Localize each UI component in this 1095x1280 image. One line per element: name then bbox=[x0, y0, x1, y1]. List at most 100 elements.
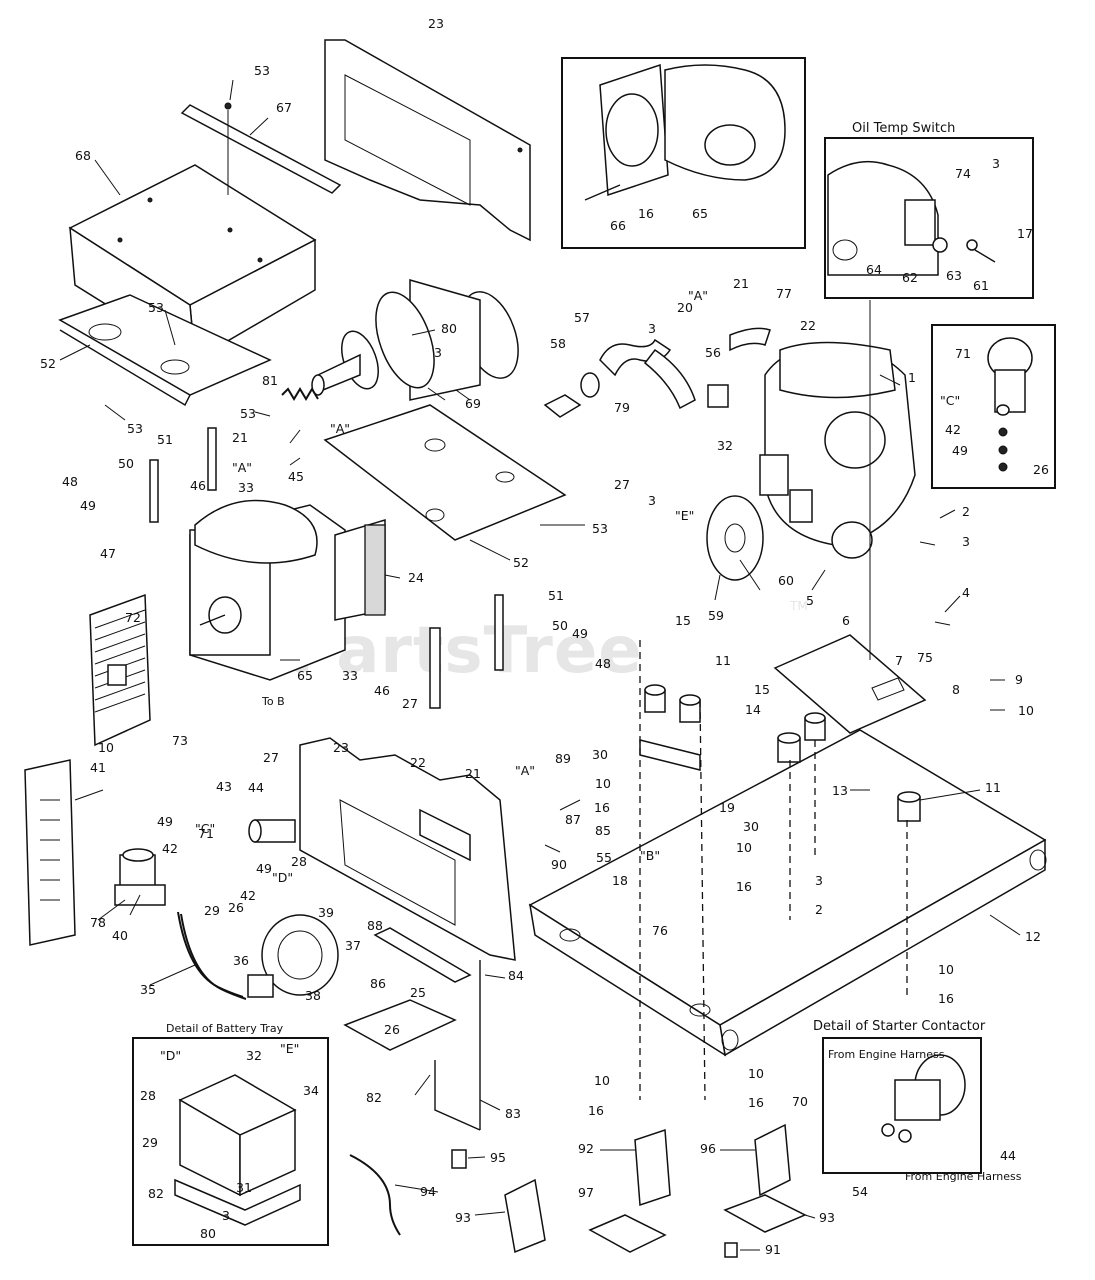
callout-22: 22 bbox=[410, 755, 426, 770]
caption-harness-bottom: From Engine Harness bbox=[905, 1170, 1022, 1183]
gasket-56 bbox=[707, 384, 729, 408]
mount-14-a bbox=[777, 732, 801, 763]
callout-63: 63 bbox=[946, 268, 962, 283]
callout-6: 6 bbox=[842, 613, 850, 628]
callout-19: 19 bbox=[719, 800, 735, 815]
callout-53: 53 bbox=[240, 406, 256, 421]
callout-32: 32 bbox=[717, 438, 733, 453]
callout-3: 3 bbox=[222, 1208, 230, 1223]
connector-c: "C" bbox=[940, 393, 960, 408]
callout-43: 43 bbox=[216, 779, 232, 794]
callout-10: 10 bbox=[1018, 703, 1034, 718]
callout-61: 61 bbox=[973, 278, 989, 293]
bag-97 bbox=[588, 1214, 667, 1253]
callout-79: 79 bbox=[614, 400, 630, 415]
callout-15: 15 bbox=[754, 682, 770, 697]
callout-31: 31 bbox=[236, 1180, 252, 1195]
part-60-plate bbox=[706, 495, 764, 581]
callout-15: 15 bbox=[675, 613, 691, 628]
callout-53: 53 bbox=[148, 300, 164, 315]
callout-26: 26 bbox=[228, 900, 244, 915]
callout-45: 45 bbox=[288, 469, 304, 484]
callout-37: 37 bbox=[345, 938, 361, 953]
callout-64: 64 bbox=[866, 262, 882, 277]
caption-oil-temp-switch: Oil Temp Switch bbox=[852, 121, 955, 136]
callout-84: 84 bbox=[508, 968, 524, 983]
callout-7: 7 bbox=[895, 653, 903, 668]
callout-36: 36 bbox=[233, 953, 249, 968]
manual-92 bbox=[634, 1128, 671, 1207]
callout-10: 10 bbox=[938, 962, 954, 977]
partstree-watermark: PartsTree bbox=[290, 614, 643, 688]
cap-91 bbox=[724, 1242, 738, 1258]
manual-96 bbox=[754, 1123, 791, 1197]
callout-58: 58 bbox=[550, 336, 566, 351]
callout-26: 26 bbox=[1033, 462, 1049, 477]
part-52-base-plate bbox=[323, 404, 567, 541]
part-44-contactor bbox=[248, 819, 296, 843]
part-6-mount-plate bbox=[773, 634, 927, 734]
callout-42: 42 bbox=[162, 841, 178, 856]
connector-d: "D" bbox=[160, 1048, 181, 1063]
caption-harness-top: From Engine Harness bbox=[828, 1048, 945, 1061]
callout-35: 35 bbox=[140, 982, 156, 997]
callout-29: 29 bbox=[204, 903, 220, 918]
part-82-tray bbox=[343, 999, 457, 1051]
callout-9: 9 bbox=[1015, 672, 1023, 687]
callout-16: 16 bbox=[736, 879, 752, 894]
callout-3: 3 bbox=[992, 156, 1000, 171]
callout-22: 22 bbox=[800, 318, 816, 333]
callout-44: 44 bbox=[248, 780, 264, 795]
callout-88: 88 bbox=[367, 918, 383, 933]
connector-d: "D" bbox=[272, 870, 293, 885]
callout-34: 34 bbox=[303, 1083, 319, 1098]
callout-30: 30 bbox=[592, 747, 608, 762]
callout-2: 2 bbox=[815, 902, 823, 917]
callout-numbers: 23 53 67 68 53 52 53 80 3 81 69 53 51 21… bbox=[40, 16, 1049, 1257]
callout-27: 27 bbox=[402, 696, 418, 711]
callout-87: 87 bbox=[565, 812, 581, 827]
manual-93 bbox=[504, 1178, 546, 1254]
callout-51: 51 bbox=[157, 432, 173, 447]
bracket-51-d bbox=[429, 627, 441, 709]
flange-part bbox=[543, 394, 582, 418]
callout-89: 89 bbox=[555, 751, 571, 766]
callout-3: 3 bbox=[434, 345, 442, 360]
bracket-51-a bbox=[207, 427, 217, 491]
watermark-trademark: TM bbox=[789, 599, 808, 613]
callout-28: 28 bbox=[291, 854, 307, 869]
caption-to-b: To B bbox=[261, 695, 285, 708]
bracket-51-b bbox=[149, 459, 159, 523]
mount-11-a bbox=[644, 684, 666, 713]
inset-oil-temp-switch bbox=[824, 137, 1034, 299]
callout-10: 10 bbox=[748, 1066, 764, 1081]
connector-b: "B" bbox=[640, 848, 660, 863]
callout-10: 10 bbox=[736, 840, 752, 855]
callout-20: 20 bbox=[677, 300, 693, 315]
callout-85: 85 bbox=[595, 823, 611, 838]
callout-96: 96 bbox=[700, 1141, 716, 1156]
callout-27: 27 bbox=[263, 750, 279, 765]
callout-12: 12 bbox=[1025, 929, 1041, 944]
callout-3: 3 bbox=[648, 321, 656, 336]
leader-lines bbox=[59, 79, 1021, 1251]
callout-92: 92 bbox=[578, 1141, 594, 1156]
callout-33: 33 bbox=[238, 480, 254, 495]
callout-2: 2 bbox=[962, 504, 970, 519]
callout-90: 90 bbox=[551, 857, 567, 872]
callout-13: 13 bbox=[832, 783, 848, 798]
bag-93 bbox=[723, 1194, 807, 1233]
callout-49: 49 bbox=[572, 626, 588, 641]
gasket-58 bbox=[580, 372, 600, 398]
harness-top-text: From Engine Harness bbox=[828, 1048, 945, 1061]
part-69-muffler bbox=[311, 279, 519, 401]
callout-52: 52 bbox=[40, 356, 56, 371]
callout-70: 70 bbox=[792, 1094, 808, 1109]
callout-32: 32 bbox=[246, 1048, 262, 1063]
callout-42: 42 bbox=[945, 422, 961, 437]
callout-3: 3 bbox=[648, 493, 656, 508]
callout-26: 26 bbox=[384, 1022, 400, 1037]
callout-29: 29 bbox=[142, 1135, 158, 1150]
callout-40: 40 bbox=[112, 928, 128, 943]
